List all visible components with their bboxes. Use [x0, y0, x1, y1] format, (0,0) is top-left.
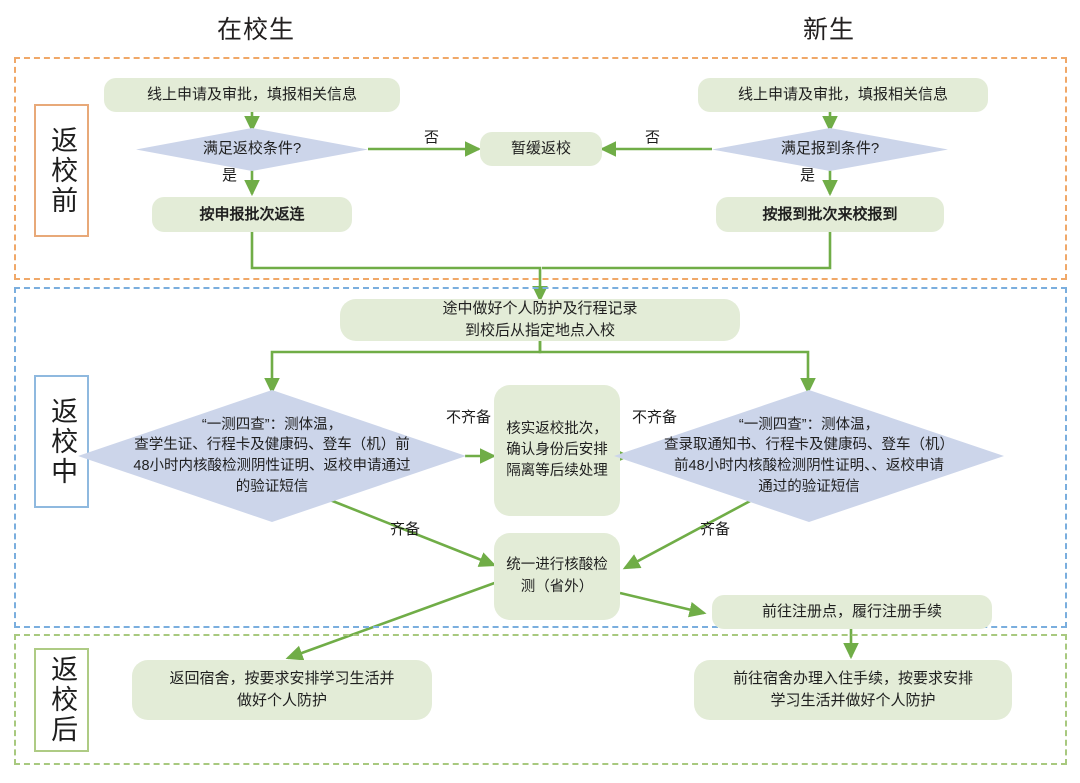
node-left-return-to-dorm[interactable]: 返回宿舍，按要求安排学习生活并 做好个人防护	[132, 660, 432, 720]
node-transit-protection[interactable]: 途中做好个人防护及行程记录 到校后从指定地点入校	[340, 299, 740, 341]
lane-frame-before-return	[14, 57, 1067, 280]
column-title-current-students: 在校生	[216, 16, 295, 44]
edge-label-right-yes: 是	[800, 167, 816, 184]
decision-left-return-conditions-label: 满足返校条件?	[202, 140, 302, 158]
edge-label-right-incomplete: 不齐备	[632, 409, 678, 426]
node-right-dorm-checkin[interactable]: 前往宿舍办理入住手续，按要求安排 学习生活并做好个人防护	[694, 660, 1012, 720]
node-unified-pcr-test[interactable]: 统一进行核酸检测（省外）	[494, 533, 620, 620]
edge-label-right-no: 否	[645, 129, 661, 146]
decision-left-one-test-four-checks[interactable]: “一测四查”：测体温， 查学生证、行程卡及健康码、登车（机）前 48小时内核酸检…	[78, 390, 466, 522]
node-left-return-by-batch[interactable]: 按申报批次返连	[152, 197, 352, 232]
edge-label-left-incomplete: 不齐备	[446, 409, 492, 426]
edge-label-left-complete: 齐备	[390, 521, 421, 538]
lane-frame-during-return	[14, 287, 1067, 628]
edge-label-left-no: 否	[424, 129, 440, 146]
lane-label-before-return: 返校前	[34, 104, 89, 237]
decision-left-return-conditions[interactable]: 满足返校条件?	[136, 128, 368, 171]
node-verify-and-quarantine[interactable]: 核实返校批次，确认身份后安排隔离等后续处理	[494, 385, 620, 516]
decision-right-report-conditions[interactable]: 满足报到条件?	[712, 128, 948, 171]
node-defer-return[interactable]: 暂缓返校	[480, 132, 602, 166]
decision-right-one-test-four-checks[interactable]: “一测四查”：测体温， 查录取通知书、行程卡及健康码、登车（机） 前48小时内核…	[614, 390, 1004, 522]
decision-right-report-conditions-label: 满足报到条件?	[780, 140, 880, 158]
node-left-online-application[interactable]: 线上申请及审批，填报相关信息	[104, 78, 400, 112]
node-go-to-registration[interactable]: 前往注册点，履行注册手续	[712, 595, 992, 629]
edge-label-left-yes: 是	[222, 167, 238, 184]
column-title-new-students: 新生	[802, 16, 855, 44]
lane-frame-after-return	[14, 634, 1067, 765]
lane-label-during-return: 返校中	[34, 375, 89, 508]
decision-right-one-test-four-checks-label: “一测四查”：测体温， 查录取通知书、行程卡及健康码、登车（机） 前48小时内核…	[664, 416, 954, 495]
node-right-report-by-batch[interactable]: 按报到批次来校报到	[716, 197, 944, 232]
decision-left-one-test-four-checks-label: “一测四查”：测体温， 查学生证、行程卡及健康码、登车（机）前 48小时内核酸检…	[133, 416, 411, 495]
edge-label-right-complete: 齐备	[700, 521, 731, 538]
lane-label-after-return: 返校后	[34, 648, 89, 752]
node-right-online-application[interactable]: 线上申请及审批，填报相关信息	[698, 78, 988, 112]
